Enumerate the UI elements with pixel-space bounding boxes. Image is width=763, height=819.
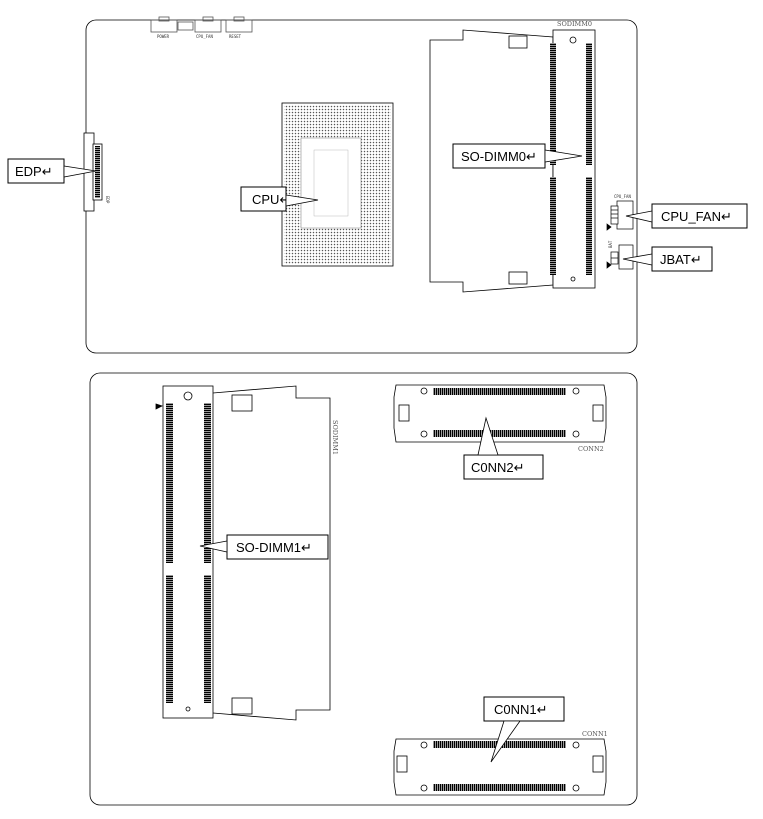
sodimm1-label: SO-DIMM1↵ — [236, 540, 312, 555]
callout-sodimm1: SO-DIMM1↵ — [199, 534, 329, 560]
callout-sodimm0: SO-DIMM0↵ — [452, 143, 583, 169]
sodimm0-pins-c — [586, 43, 592, 165]
callout-conn2: C0NN2↵ — [463, 416, 544, 480]
callout-conn1: C0NN1↵ — [483, 696, 565, 763]
callout-cpu-fan: CPU_FAN↵ — [625, 203, 748, 229]
top-buttons — [150, 16, 253, 33]
bat-silk: BAT — [608, 240, 613, 248]
conn2-pins-top — [433, 388, 566, 395]
sodimm1-silk: SODIMM1 — [331, 420, 339, 455]
callout-edp: EDP↵ — [7, 158, 97, 184]
conn2-silk: CONN2 — [578, 445, 604, 453]
cpu-fan-silk: CPU_FAN — [614, 194, 631, 199]
cpu-label: CPU↵ — [252, 192, 290, 207]
conn2-pins-bottom — [433, 430, 566, 437]
conn1-silk: CONN1 — [582, 730, 608, 738]
edp-silk: EDP — [105, 196, 110, 204]
conn1-label: C0NN1↵ — [494, 702, 548, 717]
conn2-connector — [393, 384, 607, 443]
sodimm1-pins-d — [204, 575, 211, 703]
edp-label: EDP↵ — [15, 164, 53, 179]
sodimm0-silk: SODIMM0 — [557, 20, 592, 28]
cpu-socket — [281, 102, 394, 267]
sodimm0-pins-b — [550, 177, 556, 275]
callout-cpu: CPU↵ — [240, 186, 319, 212]
cpu-fan-label: CPU_FAN↵ — [661, 209, 732, 224]
conn1-connector — [393, 738, 607, 796]
conn2-label: C0NN2↵ — [471, 460, 525, 475]
sodimm1-pins-c — [204, 403, 211, 563]
cpu-fan-connector — [606, 200, 634, 231]
sodimm0-pins-a — [550, 43, 556, 165]
conn1-pins-bottom — [433, 784, 566, 791]
sodimm0-pins-d — [586, 177, 592, 275]
reset-button-silk: RESET — [229, 34, 242, 39]
cpu-fan-button-silk: CPU_FAN — [196, 34, 213, 39]
bottom-board: SODIMM1 CONN2 CONN1 — [89, 372, 638, 806]
power-button-silk: POWER — [157, 34, 170, 39]
callout-jbat: JBAT↵ — [622, 246, 713, 272]
sodimm1-pins-b — [166, 575, 173, 703]
jbat-label: JBAT↵ — [660, 252, 702, 267]
top-board: POWER CPU_FAN RESET EDP — [83, 16, 638, 354]
sodimm1-pins-a — [166, 403, 173, 563]
sodimm0-label: SO-DIMM0↵ — [461, 149, 537, 164]
